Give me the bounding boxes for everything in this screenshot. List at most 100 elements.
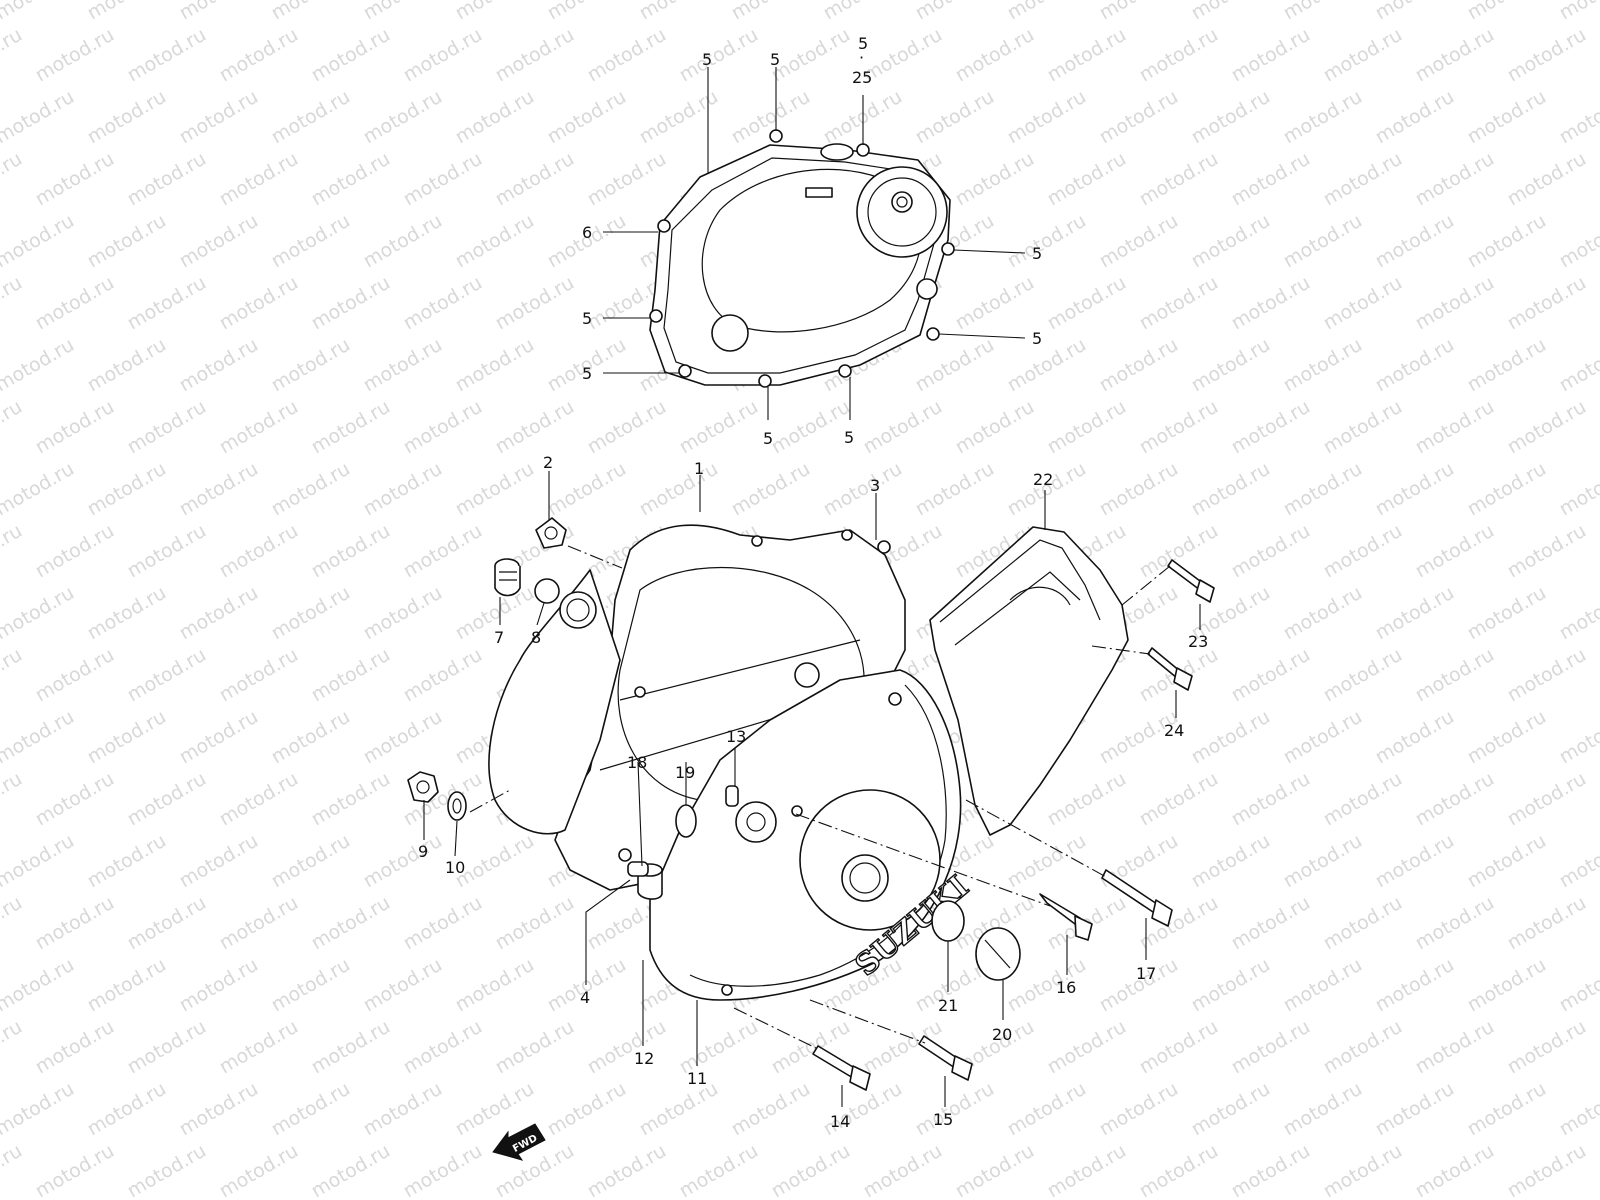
watermark-text: motod.ru bbox=[1504, 768, 1590, 831]
watermark-text: motod.ru bbox=[308, 644, 394, 707]
watermark-text: motod.ru bbox=[1596, 644, 1600, 707]
watermark-text: motod.ru bbox=[0, 892, 26, 955]
callout-12: 12 bbox=[634, 1049, 654, 1068]
watermark-text: motod.ru bbox=[676, 396, 762, 459]
watermark-text: motod.ru bbox=[32, 24, 118, 87]
watermark-text: motod.ru bbox=[308, 892, 394, 955]
watermark-text: motod.ru bbox=[1504, 272, 1590, 335]
watermark-text: motod.ru bbox=[492, 148, 578, 211]
part-17-bolt bbox=[1101, 869, 1173, 927]
watermark-text: motod.ru bbox=[124, 1016, 210, 1079]
watermark-text: motod.ru bbox=[308, 768, 394, 831]
watermark-text: motod.ru bbox=[1004, 334, 1090, 397]
watermark-text: motod.ru bbox=[1096, 458, 1182, 521]
watermark-text: motod.ru bbox=[1188, 1078, 1274, 1141]
watermark-text: motod.ru bbox=[1412, 1016, 1498, 1079]
watermark-text: motod.ru bbox=[1412, 148, 1498, 211]
watermark-text: motod.ru bbox=[216, 272, 302, 335]
watermark-text: motod.ru bbox=[1280, 210, 1366, 273]
watermark-text: motod.ru bbox=[1136, 24, 1222, 87]
watermark-text: motod.ru bbox=[1412, 396, 1498, 459]
watermark-text: motod.ru bbox=[1044, 24, 1130, 87]
watermark-text: motod.ru bbox=[400, 644, 486, 707]
watermark-text: motod.ru bbox=[1372, 1078, 1458, 1141]
watermark-text: motod.ru bbox=[360, 210, 446, 273]
callout-3: 3 bbox=[870, 476, 880, 495]
watermark-text: motod.ru bbox=[32, 644, 118, 707]
watermark-text: motod.ru bbox=[1504, 396, 1590, 459]
callout-25: 25 bbox=[852, 68, 872, 87]
watermark-text: motod.ru bbox=[1096, 210, 1182, 273]
watermark-text: motod.ru bbox=[1188, 86, 1274, 149]
watermark-text: motod.ru bbox=[952, 272, 1038, 335]
watermark-text: motod.ru bbox=[1412, 272, 1498, 335]
watermark-text: motod.ru bbox=[268, 582, 354, 645]
watermark-text: motod.ru bbox=[124, 396, 210, 459]
callout-5-top: 5 bbox=[858, 34, 868, 53]
watermark-text: motod.ru bbox=[176, 582, 262, 645]
callout-23: 23 bbox=[1188, 632, 1208, 651]
watermark-text: motod.ru bbox=[1280, 954, 1366, 1017]
watermark-text: motod.ru bbox=[1320, 892, 1406, 955]
watermark-text: motod.ru bbox=[1372, 210, 1458, 273]
watermark-text: motod.ru bbox=[860, 24, 946, 87]
watermark-text: motod.ru bbox=[1228, 892, 1314, 955]
watermark-text: motod.ru bbox=[360, 954, 446, 1017]
watermark-text: motod.ru bbox=[1412, 520, 1498, 583]
watermark-text: motod.ru bbox=[1004, 0, 1090, 24]
watermark-text: motod.ru bbox=[1320, 644, 1406, 707]
watermark-text: motod.ru bbox=[452, 458, 538, 521]
watermark-text: motod.ru bbox=[1228, 1016, 1314, 1079]
callout-19: 19 bbox=[675, 763, 695, 782]
watermark-text: motod.ru bbox=[1136, 148, 1222, 211]
watermark-text: motod.ru bbox=[176, 86, 262, 149]
watermark-text: motod.ru bbox=[124, 148, 210, 211]
watermark-text: motod.ru bbox=[728, 0, 814, 24]
watermark-text: motod.ru bbox=[1372, 830, 1458, 893]
watermark-text: motod.ru bbox=[1596, 272, 1600, 335]
callout-10: 10 bbox=[445, 858, 465, 877]
callout-18: 18 bbox=[627, 753, 647, 772]
part-4-dowel-pin bbox=[627, 861, 649, 877]
callout-5-c: 5 bbox=[582, 309, 592, 328]
part-oil-seal bbox=[559, 591, 597, 629]
watermark-text: motod.ru bbox=[1280, 0, 1366, 24]
watermark-text: motod.ru bbox=[1096, 0, 1182, 24]
watermark-text: motod.ru bbox=[0, 210, 78, 273]
watermark-text: motod.ru bbox=[84, 86, 170, 149]
watermark-text: motod.ru bbox=[360, 0, 446, 24]
watermark-text: motod.ru bbox=[268, 706, 354, 769]
watermark-text: motod.ru bbox=[216, 1016, 302, 1079]
watermark-text: motod.ru bbox=[360, 582, 446, 645]
watermark-text: motod.ru bbox=[1556, 0, 1600, 24]
watermark-text: motod.ru bbox=[544, 86, 630, 149]
watermark-text: motod.ru bbox=[268, 210, 354, 273]
watermark-text: motod.ru bbox=[1228, 24, 1314, 87]
callout-7: 7 bbox=[494, 628, 504, 647]
callout-13: 13 bbox=[726, 727, 746, 746]
watermark-text: motod.ru bbox=[0, 334, 78, 397]
watermark-text: motod.ru bbox=[84, 458, 170, 521]
part-20-plug-cap bbox=[975, 927, 1021, 981]
watermark-text: motod.ru bbox=[1004, 1078, 1090, 1141]
watermark-text: motod.ru bbox=[32, 1016, 118, 1079]
watermark-text: motod.ru bbox=[308, 148, 394, 211]
part-10-washer bbox=[447, 791, 467, 821]
watermark-text: motod.ru bbox=[1136, 272, 1222, 335]
watermark-text: motod.ru bbox=[636, 86, 722, 149]
watermark-text: motod.ru bbox=[176, 830, 262, 893]
watermark-text: motod.ru bbox=[1596, 396, 1600, 459]
watermark-text: motod.ru bbox=[308, 1140, 394, 1200]
watermark-text: motod.ru bbox=[1320, 148, 1406, 211]
part-19-o-ring bbox=[675, 804, 697, 838]
watermark-text: motod.ru bbox=[1504, 1016, 1590, 1079]
watermark-text: motod.ru bbox=[84, 582, 170, 645]
part-9-nut bbox=[407, 771, 439, 803]
watermark-text: motod.ru bbox=[1096, 1078, 1182, 1141]
watermark-text: motod.ru bbox=[308, 24, 394, 87]
watermark-text: motod.ru bbox=[0, 830, 78, 893]
part-7-filler-cap bbox=[494, 558, 521, 597]
watermark-text: motod.ru bbox=[124, 24, 210, 87]
watermark-text: motod.ru bbox=[308, 396, 394, 459]
